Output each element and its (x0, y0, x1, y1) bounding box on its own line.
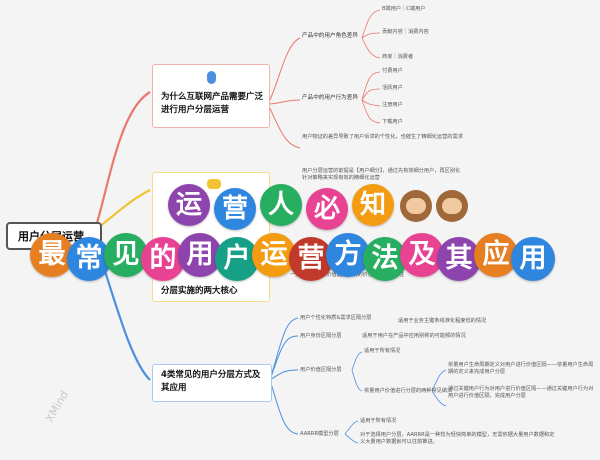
title-bubble-char: 用 (178, 233, 222, 277)
method-2-label[interactable]: 用户身份区隔分层 (300, 333, 342, 339)
overlay-line-1: 运营人必知 (168, 184, 468, 232)
method-4-note[interactable]: 对于选择用户分层，AARRR是一种较为轻快简单的模型，无需依据大量用户数据和定义… (360, 432, 555, 445)
title-bubble-char: 的 (141, 237, 185, 281)
method-1-label[interactable]: 用户个性化特质&需求区隔分层 (300, 315, 372, 321)
microphone-icon (207, 71, 216, 84)
method-4-label[interactable]: AARRR模型分层 (300, 431, 339, 437)
title-bubble-char: 营 (214, 188, 256, 230)
behaviour-item-4[interactable]: 下载用户 (382, 119, 403, 125)
branch-why-note[interactable]: 用户物证的差异导致了用户诉求的个性化，也催生了精细化运营的需求 (302, 134, 463, 140)
title-bubble-char: 用 (511, 237, 555, 281)
roles-item-2[interactable]: 贡献内容｜消费内容 (382, 29, 429, 35)
roles-group-label[interactable]: 产品中的用户角色差异 (302, 33, 358, 39)
method-3-label[interactable]: 用户价值区隔分层 (300, 367, 342, 373)
behaviour-item-1[interactable]: 付费用户 (382, 68, 403, 74)
roles-item-3[interactable]: 商家｜消费者 (382, 54, 414, 60)
branch-core-note-top[interactable]: 用户分层运营的前提是【用户细分】，通过先有效细分用户，再区别化针对策略来实现有效… (302, 168, 461, 181)
title-bubble-char: 最 (30, 233, 74, 277)
title-bubble-char: 应 (474, 233, 518, 277)
title-bubble-char: 运 (252, 233, 296, 277)
branch-methods-title: 4类常见的用户分层方式及其应用 (161, 370, 261, 393)
see-no-evil-monkey-icon (436, 190, 468, 222)
title-bubble-char: 法 (363, 237, 407, 281)
title-bubble-char: 知 (352, 184, 394, 226)
title-bubble-char: 人 (260, 184, 302, 226)
branch-core-title: 分层实施的两大核心 (161, 286, 238, 296)
method-3-note-b[interactable]: 通过关键用户行为对用户进行价值区隔——通过关键用户行为对用户进行价值区隔，完成用… (448, 386, 594, 399)
method-3-note-top[interactable]: 适用于所有情况 (364, 348, 401, 354)
behaviour-item-2[interactable]: 活跃用户 (382, 85, 403, 91)
method-2-note[interactable]: 适用于用户在产品中应用别称的可能频的情况 (362, 333, 466, 339)
title-bubble-char: 及 (400, 233, 444, 277)
method-3-note-a[interactable]: 依量用户生命周期定义对用户进行价值区隔——依量用户生命周期的定义来完成用户分层 (448, 362, 594, 375)
branch-why-topic[interactable]: 为什么互联网产品需要广泛进行用户分层运营 (152, 64, 270, 128)
method-1-note[interactable]: 适用于业务主键条线准化程度低的情况 (398, 318, 487, 324)
method-4-note-top[interactable]: 适用于所有情况 (360, 418, 397, 424)
title-bubble-char: 常 (67, 237, 111, 281)
branch-why-title: 为什么互联网产品需要广泛进行用户分层运营 (161, 92, 264, 115)
title-bubble-char: 营 (289, 237, 333, 281)
roles-item-1[interactable]: B端用户｜C端用户 (382, 6, 426, 12)
title-bubble-char: 必 (306, 188, 348, 230)
title-bubble-char: 方 (326, 233, 370, 277)
title-bubble-char: 见 (104, 233, 148, 277)
method-3-note-mid[interactable]: 依量用户价值进行分层的两种常见做法 (364, 388, 453, 394)
speech-bubble-icon (207, 179, 221, 189)
see-no-evil-monkey-icon (400, 190, 432, 222)
title-bubble-char: 运 (168, 184, 210, 226)
behaviour-item-3[interactable]: 注册用户 (382, 102, 403, 108)
behaviour-group-label[interactable]: 产品中的用户行为差异 (302, 95, 358, 101)
overlay-line-2: 最常见的用户运营方法及其应用 (30, 233, 586, 285)
branch-methods-topic[interactable]: 4类常见的用户分层方式及其应用 (152, 364, 272, 402)
title-bubble-char: 其 (437, 237, 481, 281)
title-bubble-char: 户 (215, 237, 259, 281)
